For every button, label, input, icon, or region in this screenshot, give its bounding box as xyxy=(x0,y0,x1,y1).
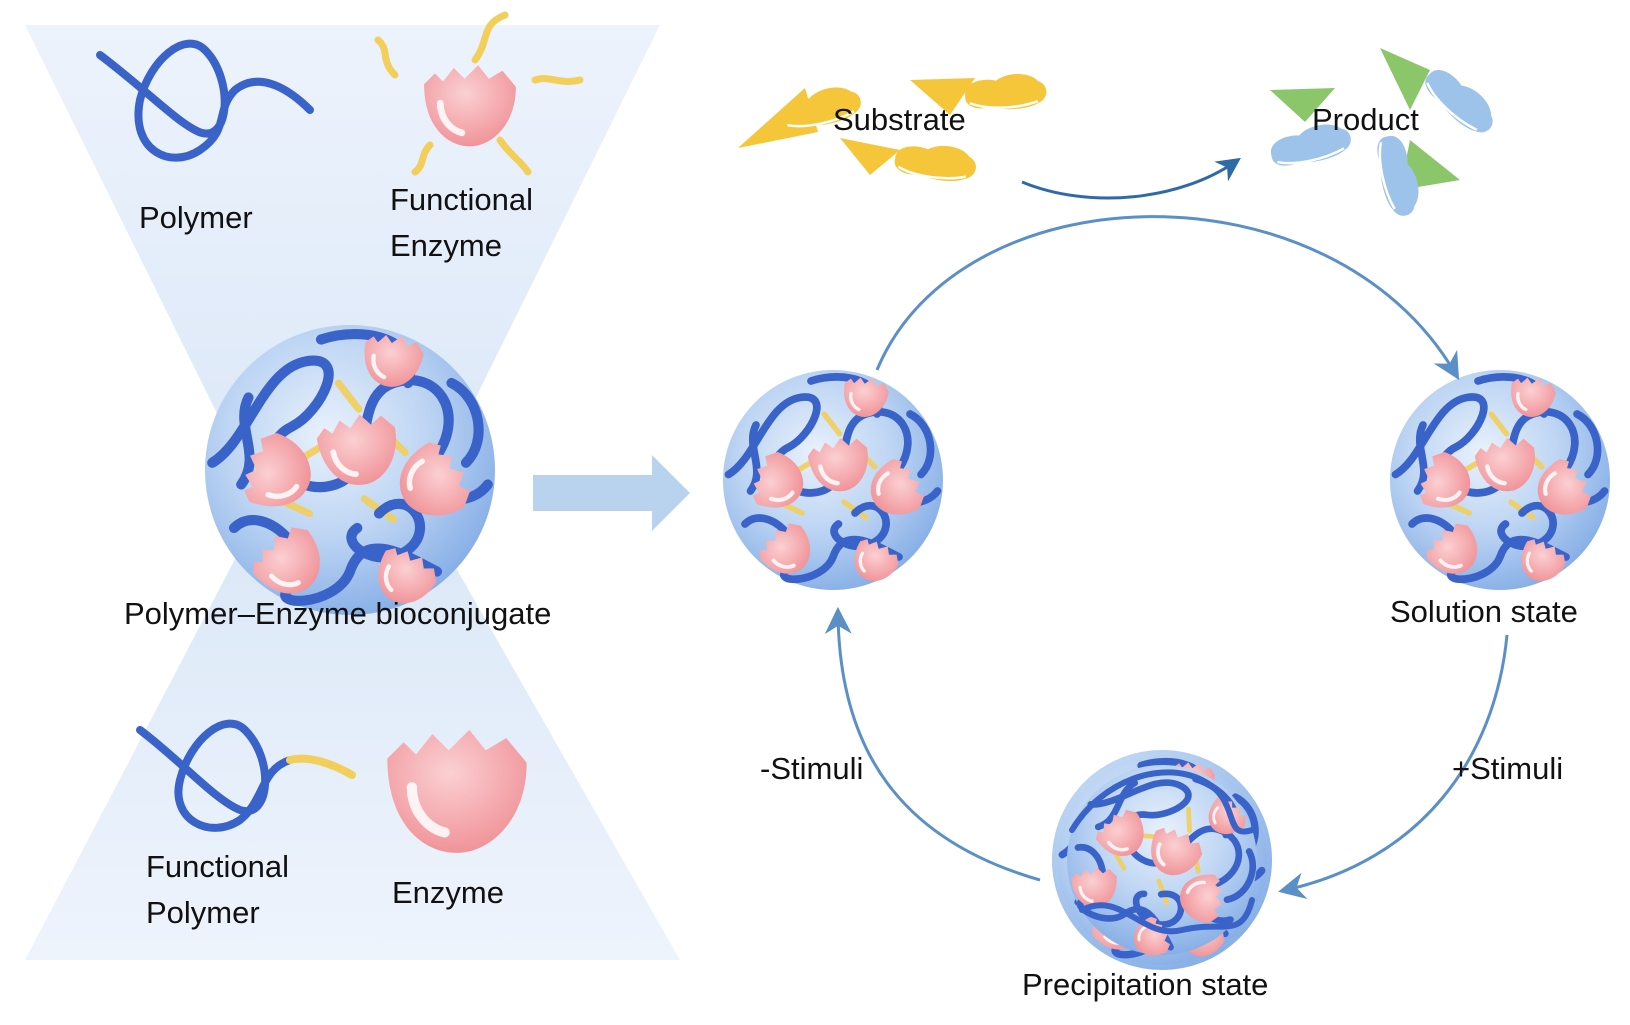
cycle-arrow-left xyxy=(824,606,1041,882)
label-precipitation-state: Precipitation state xyxy=(1022,967,1269,1002)
functional-polymer-icon xyxy=(136,719,356,832)
reaction-arrow xyxy=(1021,157,1241,200)
substrate-icon xyxy=(738,70,1049,185)
cycle-arrow-right xyxy=(1278,634,1509,900)
label-minus-stimuli: -Stimuli xyxy=(760,751,864,786)
label-polymer: Polymer xyxy=(139,200,253,235)
polymer-chain-icon xyxy=(96,39,314,162)
label-substrate: Substrate xyxy=(833,102,966,137)
label-functional-polymer-2: Polymer xyxy=(146,895,260,930)
label-product: Product xyxy=(1312,102,1419,137)
cycle-arrow-top xyxy=(875,215,1460,380)
block-arrow xyxy=(533,455,690,531)
label-functional-enzyme-1: Functional xyxy=(390,182,534,217)
hourglass-bottom xyxy=(25,540,680,960)
label-plus-stimuli: +Stimuli xyxy=(1452,751,1564,786)
label-enzyme: Enzyme xyxy=(392,875,504,910)
bioconjugate-particle xyxy=(205,325,495,615)
product-icon xyxy=(1265,48,1504,221)
label-functional-polymer-1: Functional xyxy=(146,849,290,884)
label-bioconjugate: Polymer–Enzyme bioconjugate xyxy=(124,596,552,631)
solution-state-particle xyxy=(1390,370,1610,590)
hourglass-top xyxy=(25,25,660,470)
precipitation-state-particle xyxy=(1030,728,1295,993)
label-functional-enzyme-2: Enzyme xyxy=(390,228,502,263)
functional-enzyme-icon xyxy=(374,11,584,176)
label-solution-state: Solution state xyxy=(1390,594,1578,629)
bioconjugate-particle-left xyxy=(723,370,943,590)
